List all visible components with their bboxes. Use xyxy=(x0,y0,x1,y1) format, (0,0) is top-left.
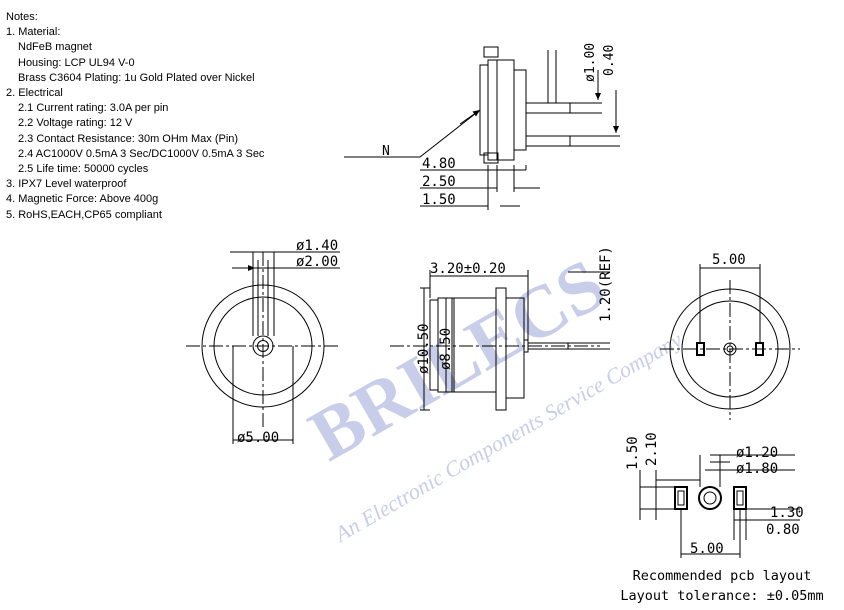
dim-pcb-500: 5.00 xyxy=(690,541,724,557)
dim-pcb-080: 0.80 xyxy=(766,522,800,538)
dim-side-length: 3.20±0.20 xyxy=(430,261,506,277)
note-line: 2. Electrical xyxy=(6,87,63,100)
pcb-layout xyxy=(639,454,800,558)
dim-pcb-dia-180: ø1.80 xyxy=(736,461,778,477)
dim-top-150: 1.50 xyxy=(422,192,456,208)
note-line: Brass C3604 Plating: 1u Gold Plated over… xyxy=(18,71,255,84)
note-line: 2.2 Voltage rating: 12 V xyxy=(18,117,133,130)
dim-pcb-dia-120: ø1.20 xyxy=(736,445,778,461)
dim-top-offset: 0.40 xyxy=(602,45,617,76)
pcb-caption-line-1: Recommended pcb layout xyxy=(632,568,812,584)
pcb-caption: Recommended pcb layout Layout tolerance:… xyxy=(600,566,844,606)
dimension-labels: ø1.00 0.40 N 4.80 2.50 1.50 ø1.40 ø2.00 … xyxy=(237,43,804,557)
note-line: 3. IPX7 Level waterproof xyxy=(6,178,127,191)
note-line: NdFeB magnet xyxy=(18,41,92,54)
dim-top-480: 4.80 xyxy=(422,156,456,172)
dim-front-dia-140: ø1.40 xyxy=(296,238,338,254)
note-line: 4. Magnetic Force: Above 400g xyxy=(6,193,159,206)
dim-side-dia-850: ø8.50 xyxy=(438,328,454,370)
dim-side-ref: 1.20(REF) xyxy=(598,246,614,322)
dim-top-pin-dia: ø1.00 xyxy=(583,43,598,82)
front-view xyxy=(186,251,340,444)
top-view xyxy=(344,46,620,210)
label-n: N xyxy=(382,144,390,159)
dim-pcb-150: 1.50 xyxy=(625,436,641,470)
dim-front-dia-500: ø5.00 xyxy=(237,430,279,446)
watermark-brand: BRILECS xyxy=(296,244,618,477)
dim-top-250: 2.50 xyxy=(422,174,456,190)
note-line: 2.1 Current rating: 3.0A per pin xyxy=(18,102,169,115)
note-line: Housing: LCP UL94 V-0 xyxy=(18,56,135,69)
note-line: 2.4 AC1000V 0.5mA 3 Sec/DC1000V 0.5mA 3 … xyxy=(18,147,265,160)
note-line: 5. RoHS,EACH,CP65 compliant xyxy=(6,208,162,221)
dim-side-dia-1050: ø10.50 xyxy=(416,323,432,374)
pcb-caption-line-2: Layout tolerance: ±0.05mm xyxy=(620,588,824,604)
note-line: 1. Material: xyxy=(6,26,61,39)
back-view xyxy=(660,264,800,420)
side-view xyxy=(390,270,610,411)
note-line: 2.3 Contact Resistance: 30m OHm Max (Pin… xyxy=(18,132,239,145)
dim-pcb-210: 2.10 xyxy=(644,432,660,466)
watermark: BRILECS An Electronic Components Service… xyxy=(296,244,686,548)
notes-title: Notes: xyxy=(6,11,38,23)
note-line: 2.5 Life time: 50000 cycles xyxy=(18,163,149,176)
dim-front-dia-200: ø2.00 xyxy=(296,254,338,270)
dim-back-spacing: 5.00 xyxy=(712,252,746,268)
dim-pcb-130: 1.30 xyxy=(770,505,804,521)
